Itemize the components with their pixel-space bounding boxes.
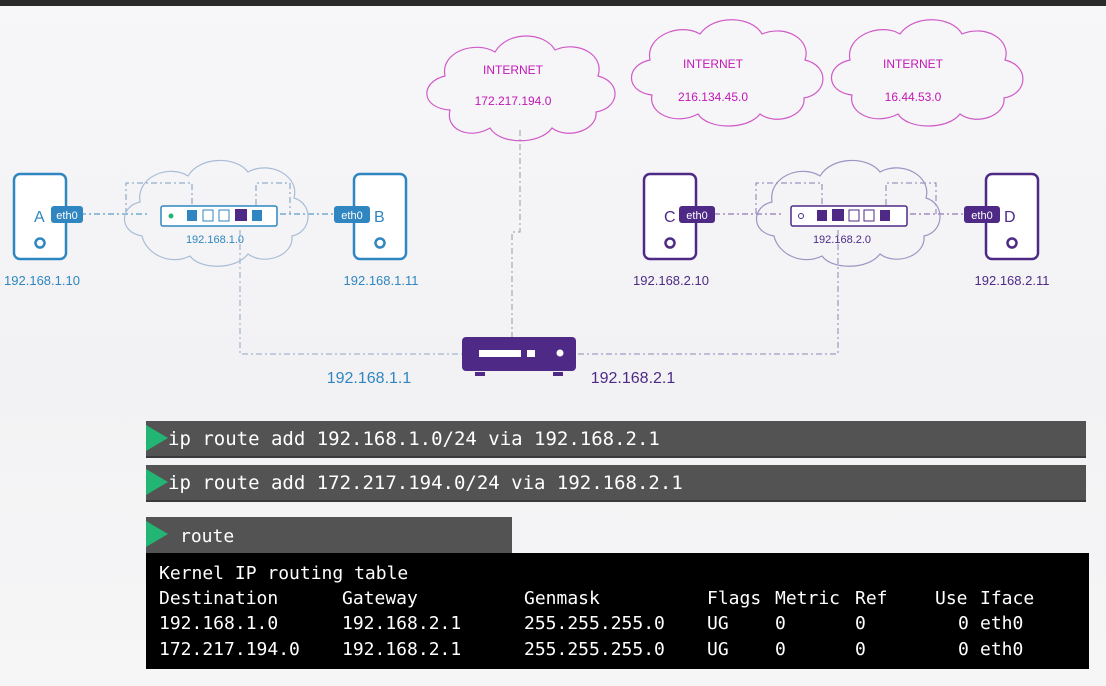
host-ip: 192.168.1.10 (4, 273, 80, 288)
eth0-badge: eth0 (341, 210, 362, 222)
lan-cloud-1 (124, 159, 309, 267)
cell-flags: UG (707, 639, 729, 660)
command-bar-1: ip route add 192.168.1.0/24 via 192.168.… (146, 421, 1086, 458)
link-switch1-loop-right (255, 182, 291, 214)
eth0-badge: eth0 (686, 210, 707, 222)
header-ref: Ref (855, 588, 888, 609)
table-row: 172.217.194.0 192.168.2.1 255.255.255.0 … (146, 639, 1089, 663)
header-genmask: Genmask (524, 588, 600, 609)
cell-use: 0 (958, 639, 969, 660)
routing-table-header: Destination Gateway Genmask Flags Metric… (146, 588, 1089, 612)
host-d: eth0 D 192.168.2.11 (964, 172, 1050, 288)
cell-metric: 0 (775, 613, 786, 634)
cell-ref: 0 (855, 613, 866, 634)
switch-network: 192.168.2.0 (813, 234, 871, 246)
cloud-network: 16.44.53.0 (885, 90, 942, 104)
header-use: Use (935, 588, 968, 609)
header-gateway: Gateway (342, 588, 418, 609)
host-b: eth0 B 192.168.1.11 (334, 172, 419, 288)
play-icon (146, 521, 168, 547)
cell-ref: 0 (855, 639, 866, 660)
host-label: B (374, 209, 385, 226)
switch-network: 192.168.1.0 (186, 234, 244, 246)
network-diagram: INTERNET 172.217.194.0 INTERNET 216.134.… (4, 19, 1050, 387)
header-iface: Iface (980, 588, 1035, 609)
internet-cloud-2: INTERNET 216.134.45.0 (631, 19, 824, 127)
link-switch1-loop-left (125, 182, 193, 214)
cell-metric: 0 (775, 639, 786, 660)
host-a: A eth0 192.168.1.10 (4, 172, 83, 288)
play-icon (146, 469, 168, 495)
routing-table-output: Kernel IP routing table Destination Gate… (146, 553, 1089, 669)
internet-cloud-1: INTERNET 172.217.194.0 (426, 35, 616, 142)
header-flags: Flags (707, 588, 762, 609)
cell-iface: eth0 (980, 639, 1024, 660)
route-command-bar: route (146, 517, 512, 553)
eth0-badge: eth0 (971, 210, 992, 222)
cloud-title: INTERNET (683, 57, 744, 71)
cell-destination: 192.168.1.0 (159, 613, 279, 634)
command-bar-2: ip route add 172.217.194.0/24 via 192.16… (146, 465, 1086, 502)
cloud-network: 216.134.45.0 (678, 90, 748, 104)
host-ip: 192.168.1.11 (344, 273, 419, 288)
lan-cloud-2 (756, 159, 941, 267)
cell-genmask: 255.255.255.0 (524, 639, 665, 660)
top-bar (0, 0, 1106, 6)
link-switch2-router (576, 230, 839, 355)
command-text: ip route add 192.168.1.0/24 via 192.168.… (168, 428, 660, 450)
cloud-network: 172.217.194.0 (475, 94, 552, 108)
switch-1: 192.168.1.0 (160, 205, 278, 246)
cell-destination: 172.217.194.0 (159, 639, 300, 660)
cloud-title: INTERNET (883, 57, 944, 71)
internet-cloud-3: INTERNET 16.44.53.0 (831, 19, 1024, 127)
play-icon (146, 425, 168, 451)
table-row: 192.168.1.0 192.168.2.1 255.255.255.0 UG… (146, 613, 1089, 637)
cell-use: 0 (958, 613, 969, 634)
header-metric: Metric (775, 588, 841, 609)
header-destination: Destination (159, 588, 279, 609)
route-command-text: route (180, 526, 235, 547)
cell-gateway: 192.168.2.1 (342, 613, 462, 634)
cell-gateway: 192.168.2.1 (342, 639, 462, 660)
cloud-title: INTERNET (483, 63, 544, 77)
link-switch2-loop-right (885, 182, 937, 214)
cell-flags: UG (707, 613, 729, 634)
host-label: D (1004, 209, 1016, 226)
cell-genmask: 255.255.255.0 (524, 613, 665, 634)
host-ip: 192.168.2.11 (975, 273, 1050, 288)
link-switch1-router (239, 230, 462, 355)
link-router-internet (511, 130, 521, 337)
router (462, 337, 576, 376)
host-c: C eth0 192.168.2.10 (633, 172, 715, 288)
eth0-badge: eth0 (56, 210, 77, 222)
connector-lines (66, 130, 966, 355)
command-text: ip route add 172.217.194.0/24 via 192.16… (168, 472, 683, 494)
router-ip-left: 192.168.1.1 (327, 370, 412, 387)
cell-iface: eth0 (980, 613, 1024, 634)
host-label: C (664, 209, 676, 226)
link-switch2-loop-left (755, 182, 823, 214)
routing-table-title: Kernel IP routing table (159, 563, 409, 584)
router-ip-right: 192.168.2.1 (591, 370, 676, 387)
switch-2: 192.168.2.0 (790, 205, 908, 246)
host-label: A (34, 209, 45, 226)
host-ip: 192.168.2.10 (633, 273, 709, 288)
